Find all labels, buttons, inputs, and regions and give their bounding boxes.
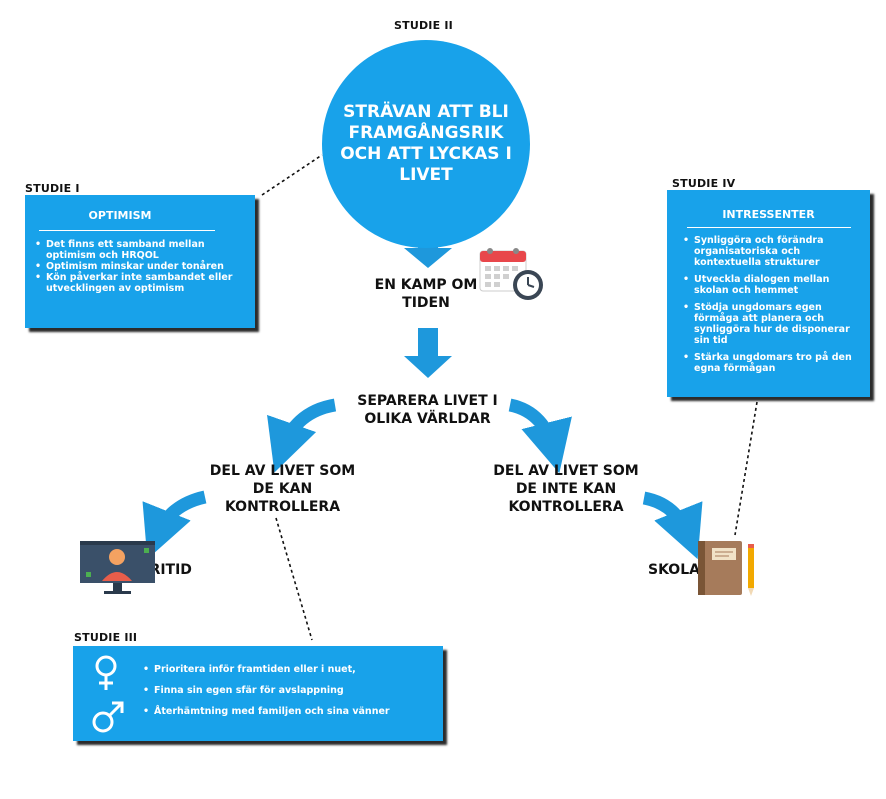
- curved-arrow-fritid: [142, 490, 207, 560]
- flow-right-branch: DEL AV LIVET SOM DE INTE KAN KONTROLLERA: [493, 463, 639, 515]
- list-item: Prioritera inför framtiden eller i nuet,: [143, 664, 438, 675]
- list-item: Kön påverkar inte sambandet eller utveck…: [35, 272, 250, 294]
- studie4-title: INTRESSENTER: [722, 208, 815, 221]
- studie4-divider: [687, 227, 851, 228]
- dotted-line-studie4: [734, 401, 758, 536]
- calendar-clock-icon: [479, 248, 543, 300]
- curved-arrow-left: [267, 398, 337, 473]
- notebook-pencil-icon: [698, 541, 754, 596]
- studie3-box: Prioritera inför framtiden eller i nuet,…: [73, 646, 443, 741]
- goal-circle: STRÄVAN ATT BLI FRAMGÅNGSRIK OCH ATT LYC…: [322, 40, 530, 248]
- studie4-label: STUDIE IV: [672, 177, 736, 190]
- flow-step1: EN KAMP OM TIDEN: [374, 277, 478, 311]
- curved-arrow-skola: [642, 491, 703, 560]
- studie1-label: STUDIE I: [25, 182, 80, 195]
- studie1-title: OPTIMISM: [88, 209, 152, 222]
- studie3-label: STUDIE III: [74, 631, 138, 644]
- list-item: Stödja ungdomars egen förmåga att planer…: [683, 302, 866, 346]
- studie1-list: Det finns ett samband mellan optimism oc…: [35, 239, 250, 294]
- flow-step2: SEPARERA LIVET I OLIKA VÄRLDAR: [357, 393, 498, 427]
- studie2-label: STUDIE II: [394, 19, 453, 32]
- list-item: Finna sin egen sfär för avslappning: [143, 685, 438, 696]
- list-item: Stärka ungdomars tro på den egna förmåga…: [683, 352, 866, 374]
- list-item: Återhämtning med familjen och sina vänne…: [143, 706, 438, 717]
- down-arrow-2: [404, 328, 452, 378]
- studie1-box: OPTIMISM Det finns ett samband mellan op…: [25, 195, 255, 328]
- studie4-list: Synliggöra och förändra organisatoriska …: [683, 235, 866, 380]
- flow-left-branch: DEL AV LIVET SOM DE KAN KONTROLLERA: [209, 463, 356, 515]
- male-symbol-icon: [92, 701, 124, 733]
- dotted-line-studie3: [275, 517, 313, 641]
- goal-circle-text: STRÄVAN ATT BLI FRAMGÅNGSRIK OCH ATT LYC…: [340, 102, 512, 185]
- dotted-line-studie1: [261, 154, 323, 196]
- curved-arrow-right: [508, 398, 572, 474]
- studie4-box: INTRESSENTER Synliggöra och förändra org…: [667, 190, 870, 397]
- monitor-person-icon: [80, 541, 155, 594]
- list-item: Optimism minskar under tonåren: [35, 261, 250, 272]
- female-symbol-icon: [95, 655, 117, 690]
- leaf-skola: SKOLA: [648, 562, 700, 578]
- list-item: Utveckla dialogen mellan skolan och hemm…: [683, 274, 866, 296]
- list-item: Synliggöra och förändra organisatoriska …: [683, 235, 866, 268]
- studie1-divider: [39, 230, 215, 231]
- list-item: Det finns ett samband mellan optimism oc…: [35, 239, 250, 261]
- studie3-list: Prioritera inför framtiden eller i nuet,…: [143, 664, 438, 727]
